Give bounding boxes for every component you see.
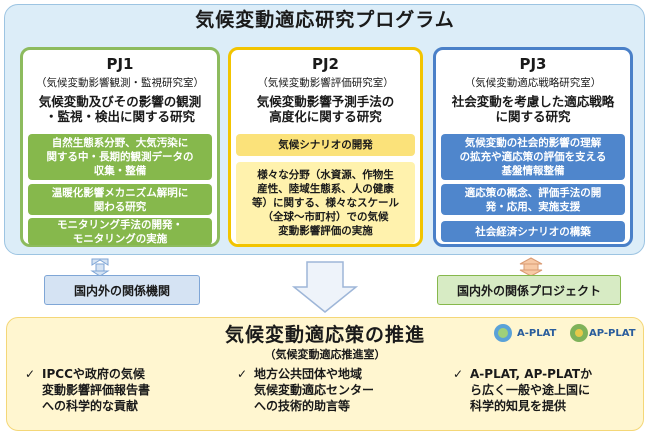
- pj1-item: モニタリング手法の開発・ モニタリングの実施: [28, 218, 212, 245]
- pj1-card: PJ1 （気候変動影響観測・監視研究室） 気候変動及びその影響の観測 ・監視・検…: [20, 47, 220, 247]
- pj2-item-line: 変動影響評価の実施: [278, 225, 373, 237]
- check-icon: ✓: [453, 367, 464, 381]
- check-icon: ✓: [237, 367, 248, 381]
- pj1-item-line: 関わる研究: [93, 200, 147, 213]
- bullet-line: 気候変動適応センター: [254, 383, 375, 397]
- pj3-item-line: 社会経済シナリオの構築: [475, 225, 591, 238]
- aplat-logo-icon: [494, 324, 512, 342]
- pj3-item-line: 適応策の概念、評価手法の開: [464, 186, 602, 199]
- bullet-line: IPCCや政府の気候: [42, 367, 145, 381]
- pj3-theme-line: 社会変動を考慮した適応戦略: [451, 94, 615, 109]
- check-icon: ✓: [25, 367, 36, 381]
- pj3-item-line: 基盤情報整備: [501, 165, 565, 177]
- pj2-lab: （気候変動影響評価研究室）: [257, 77, 394, 89]
- promotion-title: 気候変動適応策の推進: [224, 324, 425, 346]
- pj2-item-line: 気候シナリオの開発: [278, 139, 373, 151]
- program-title: 気候変動適応研究プログラム: [195, 9, 455, 31]
- down-arrow: [291, 261, 359, 313]
- pj2-item: 気候シナリオの開発: [236, 134, 415, 156]
- pj3-item-line: 気候変動の社会的影響の理解: [464, 137, 602, 149]
- pj2-theme-line: 気候変動影響予測手法の: [256, 94, 395, 109]
- bullet-line: 変動影響評価報告書: [42, 383, 151, 397]
- pj1-theme: 気候変動及びその影響の観測 ・監視・検出に関する研究: [23, 94, 217, 124]
- pj2-name: PJ2: [311, 55, 339, 73]
- bullet-line: A-PLAT, AP-PLATか: [470, 367, 593, 381]
- promotion-bullet: ✓ IPCCや政府の気候 変動影響評価報告書 への科学的な貢献: [25, 366, 150, 414]
- pj2-item-line: （全球～市町村）での気候: [262, 211, 389, 223]
- bullet-line: 科学的知見を提供: [470, 399, 567, 413]
- bullet-line: 地方公共団体や地域: [254, 367, 363, 381]
- pj3-theme-line: に関する研究: [495, 109, 571, 124]
- bullet-line: ら広く一般や途上国に: [470, 383, 591, 397]
- pj1-theme-line: ・監視・検出に関する研究: [44, 109, 195, 124]
- promotion-subtitle: （気候変動適応推進室）: [264, 348, 386, 361]
- pj3-lab: （気候変動適応戦略研究室）: [464, 77, 602, 89]
- pj1-theme-line: 気候変動及びその影響の観測: [38, 94, 202, 109]
- left-double-arrow: [90, 258, 110, 277]
- domestic-international-projects: 国内外の関係プロジェクト: [437, 275, 621, 305]
- pj3-item: 社会経済シナリオの構築: [441, 221, 625, 242]
- ap-plat-logo-icon: [570, 324, 588, 342]
- bullet-line: への技術的助言等: [254, 399, 351, 413]
- pj3-item: 適応策の概念、評価手法の開 発・応用、実施支援: [441, 184, 625, 215]
- pj1-lab: （気候変動影響観測・監視研究室）: [36, 77, 204, 89]
- pj2-theme: 気候変動影響予測手法の 高度化に関する研究: [231, 94, 420, 124]
- pj2-card: PJ2 （気候変動影響評価研究室） 気候変動影響予測手法の 高度化に関する研究 …: [228, 47, 423, 247]
- pj1-item: 温暖化影響メカニズム解明に 関わる研究: [28, 184, 212, 215]
- aplat-logo-text: A-PLAT: [517, 328, 557, 339]
- promotion-bullet: ✓ A-PLAT, AP-PLATか ら広く一般や途上国に 科学的知見を提供: [453, 366, 592, 414]
- adaptation-promotion-panel: 気候変動適応策の推進 （気候変動適応推進室） ✓ IPCCや政府の気候 変動影響…: [6, 317, 644, 431]
- pj2-item-line: 等）に関する、様々なスケール: [252, 197, 399, 209]
- right-double-arrow: [519, 257, 543, 277]
- pj3-item-line: 発・応用、実施支援: [485, 200, 581, 213]
- pj3-theme: 社会変動を考慮した適応戦略 に関する研究: [436, 94, 630, 124]
- pj3-item-line: の拡充や適応策の評価を支える: [459, 151, 607, 163]
- pj1-item-line: 収集・整備: [93, 165, 147, 177]
- pj1-item-line: モニタリング手法の開発・: [57, 218, 183, 231]
- pj1-item-line: 関する中・長期的観測データの: [46, 151, 194, 163]
- pj1-item-line: モニタリングの実施: [72, 232, 168, 245]
- pj2-theme-line: 高度化に関する研究: [269, 109, 382, 124]
- pj2-item-line: 様々な分野（水資源、作物生: [257, 169, 394, 181]
- bullet-line: への科学的な貢献: [42, 399, 139, 413]
- pj2-item-line: 産性、陸域生態系、人の健康: [257, 183, 394, 195]
- pj3-item: 気候変動の社会的影響の理解 の拡充や適応策の評価を支える 基盤情報整備: [441, 134, 625, 180]
- pj3-name: PJ3: [519, 55, 547, 73]
- ap-plat-logo-text: AP-PLAT: [589, 328, 636, 339]
- pj1-item-line: 自然生態系分野、大気汚染に: [51, 137, 189, 149]
- promotion-bullet: ✓ 地方公共団体や地域 気候変動適応センター への技術的助言等: [237, 366, 374, 414]
- pj1-item: 自然生態系分野、大気汚染に 関する中・長期的観測データの 収集・整備: [28, 134, 212, 180]
- pj1-name: PJ1: [106, 55, 134, 73]
- pj2-item: 様々な分野（水資源、作物生 産性、陸域生態系、人の健康 等）に関する、様々なスケ…: [236, 162, 415, 244]
- pj1-item-line: 温暖化影響メカニズム解明に: [51, 186, 189, 199]
- pj3-card: PJ3 （気候変動適応戦略研究室） 社会変動を考慮した適応戦略 に関する研究 気…: [433, 47, 633, 247]
- domestic-international-institutions: 国内外の関係機関: [44, 275, 200, 305]
